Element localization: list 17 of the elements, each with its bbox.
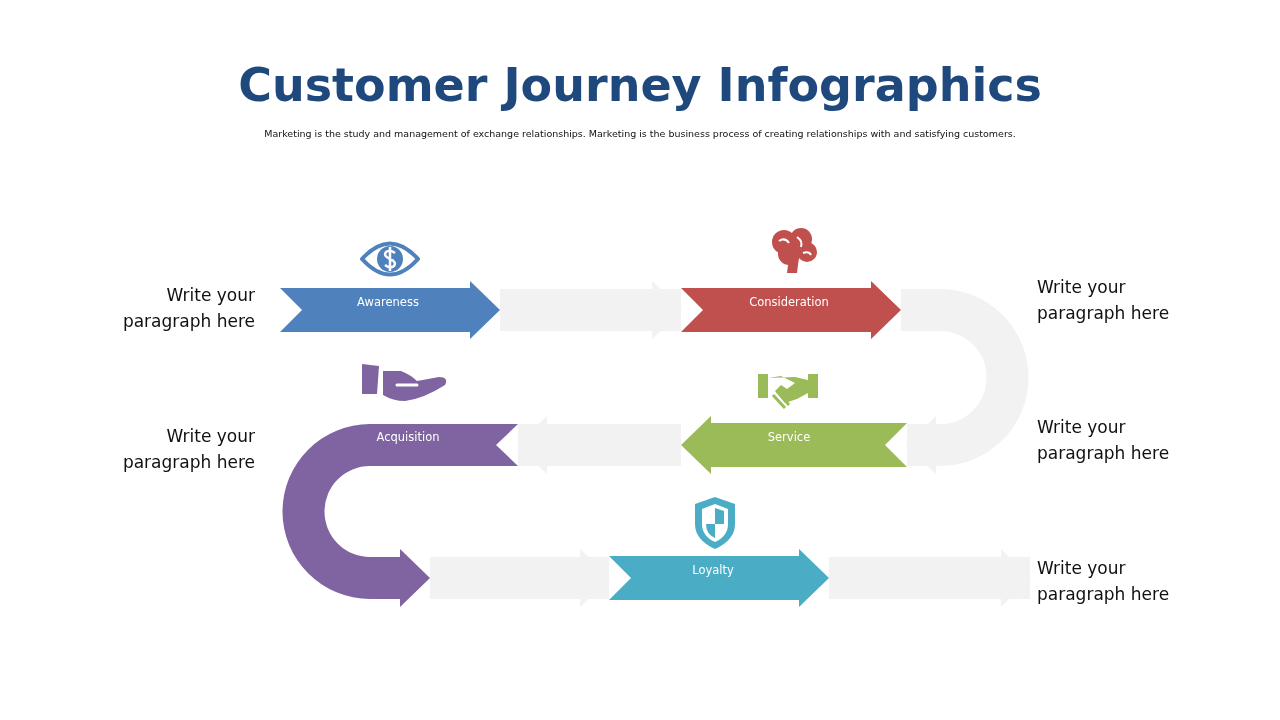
placeholder-text: Write your paragraph here [1037, 417, 1170, 463]
title: Customer Journey Infographics [238, 58, 1042, 112]
track-arrow [517, 416, 681, 474]
stage-label: Loyalty [692, 563, 734, 577]
track-arrow [829, 549, 1031, 607]
stage-label: Acquisition [376, 430, 440, 444]
placeholder-text: Write your paragraph here [122, 426, 255, 472]
placeholder-text: Write your paragraph here [1037, 558, 1170, 604]
stage-label: Consideration [749, 295, 829, 309]
placeholder-text: Write your paragraph here [1037, 277, 1170, 323]
track-arrow [430, 549, 610, 607]
stage-label: Awareness [357, 295, 419, 309]
stage-label: Service [767, 430, 811, 444]
placeholder-text: Write your paragraph here [122, 285, 255, 331]
track-arrow [901, 289, 1029, 474]
subtitle: Marketing is the study and management of exchange relationships. Marketing is the business process of creating relationships with and satisfying customers. [264, 128, 1016, 139]
track-arrow [500, 281, 682, 339]
